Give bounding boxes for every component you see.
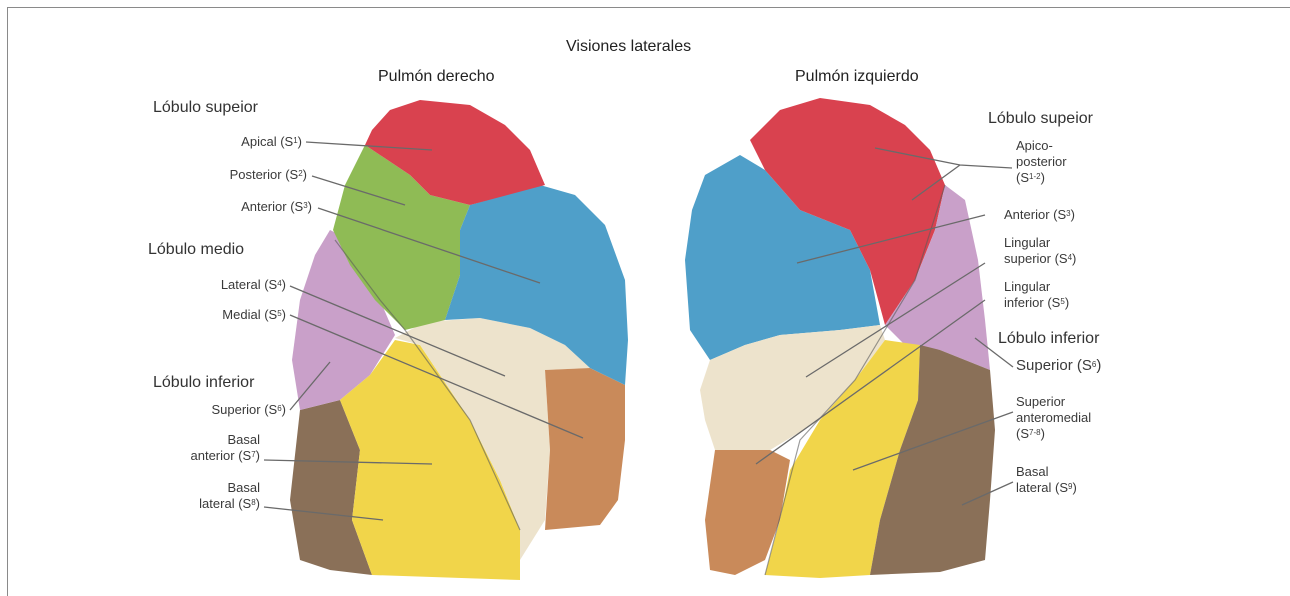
- ll-lobe-inferior: Lóbulo inferior: [998, 330, 1099, 348]
- left-lung-title: Pulmón izquierdo: [795, 68, 919, 86]
- rl-lobe-medio: Lóbulo medio: [148, 241, 244, 259]
- ll-label-apicoposterior: Apico-posterior(S1-2): [1016, 138, 1067, 186]
- rl-lateral: [545, 368, 625, 530]
- ll-lobe-superior: Lóbulo supeior: [988, 110, 1093, 128]
- right-lung-title: Pulmón derecho: [378, 68, 495, 86]
- rl-lobe-inferior: Lóbulo inferior: [153, 374, 254, 392]
- rl-label-lateral: Lateral (S4): [221, 277, 286, 293]
- rl-label-apical: Apical (S1): [241, 134, 302, 150]
- rl-lobe-superior: Lóbulo supeior: [153, 99, 258, 117]
- rl-label-anterior: Anterior (S3): [241, 199, 312, 215]
- left-lung: [685, 98, 995, 578]
- rl-label-superior: Superior (S6): [211, 402, 286, 418]
- rl-label-medial: Medial (S5): [222, 307, 286, 323]
- ll-label-superior: Superior (S6): [1016, 358, 1101, 374]
- rl-label-posterior: Posterior (S2): [230, 167, 307, 183]
- ll-label-anterior: Anterior (S3): [1004, 207, 1075, 223]
- right-lung: [290, 100, 628, 580]
- main-title: Visiones laterales: [566, 38, 691, 56]
